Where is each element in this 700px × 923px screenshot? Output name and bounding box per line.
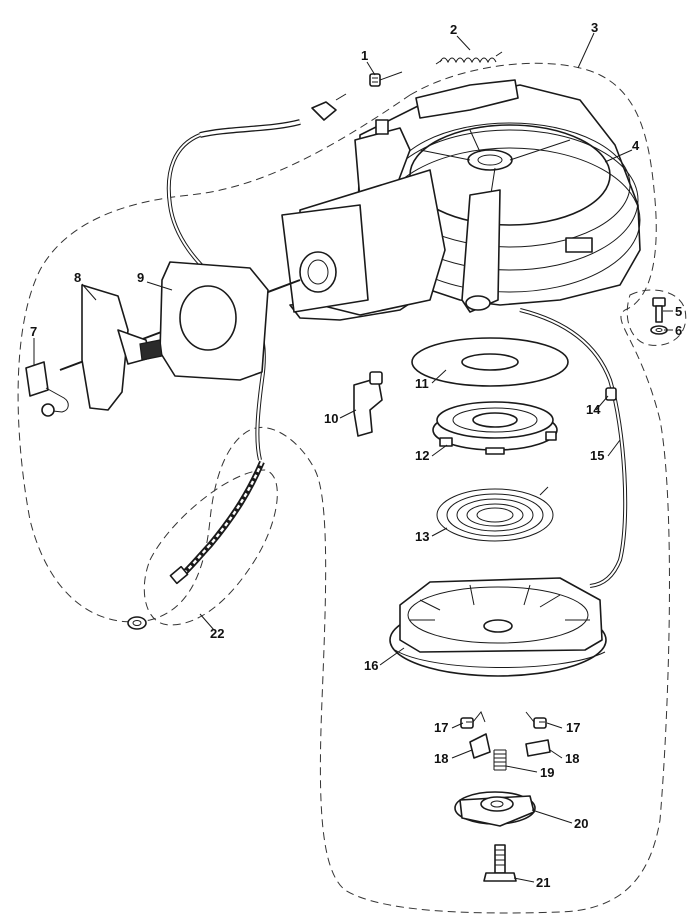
part-4-starter-housing — [281, 79, 641, 321]
part-13-recoil-spring — [436, 486, 554, 542]
part-10-lever — [353, 371, 383, 437]
part-9-rope-guide-pad — [159, 261, 269, 381]
callout-4: 4 — [632, 138, 640, 153]
callout-14: 14 — [586, 402, 601, 417]
part-12-spring-cover — [432, 401, 558, 455]
callout-5: 5 — [675, 304, 682, 319]
callout-1: 1 — [361, 48, 368, 63]
part-21-bolt — [483, 844, 517, 882]
callout-16: 16 — [364, 658, 378, 673]
callout-3: 3 — [591, 20, 598, 35]
part-22-cable-end — [127, 460, 265, 630]
callout-20: 20 — [574, 816, 588, 831]
assembly-5-6-boundary — [626, 289, 687, 346]
callout-13: 13 — [415, 529, 429, 544]
part-7-rope-hook — [25, 361, 69, 417]
callout-labels: 1 2 3 4 5 6 7 8 9 10 11 12 13 14 15 16 1… — [30, 20, 682, 890]
part-16-pulley — [389, 577, 607, 677]
part-1-clip — [369, 71, 403, 87]
callout-18-right: 18 — [565, 751, 579, 766]
callout-18-left: 18 — [434, 751, 448, 766]
part-8-starter-handle — [81, 284, 163, 411]
callout-8: 8 — [74, 270, 81, 285]
callout-7: 7 — [30, 324, 37, 339]
part-5-bolt — [652, 297, 666, 323]
leader-lines — [33, 32, 673, 883]
callout-15: 15 — [590, 448, 604, 463]
callout-9: 9 — [137, 270, 144, 285]
part-17a-spring — [460, 711, 486, 729]
part-18a-pawl — [469, 733, 491, 759]
assembly-22-boundary — [143, 469, 278, 626]
part-20-drive-plate — [454, 791, 536, 827]
callout-12: 12 — [415, 448, 429, 463]
callout-11: 11 — [415, 376, 429, 391]
part-18b-pawl — [525, 739, 551, 757]
part-2-spring — [435, 51, 503, 65]
callout-22: 22 — [210, 626, 224, 641]
part-17b-spring — [525, 711, 547, 729]
callout-10: 10 — [324, 411, 338, 426]
callout-17-left: 17 — [434, 720, 448, 735]
part-19-spring — [493, 749, 507, 771]
callout-19: 19 — [540, 765, 554, 780]
assembly-3-boundary — [17, 62, 670, 914]
callout-17-right: 17 — [566, 720, 580, 735]
part-11-disc — [411, 337, 569, 387]
callout-6: 6 — [675, 323, 682, 338]
part-15-cable — [519, 308, 628, 588]
callout-21: 21 — [536, 875, 550, 890]
callout-2: 2 — [450, 22, 457, 37]
